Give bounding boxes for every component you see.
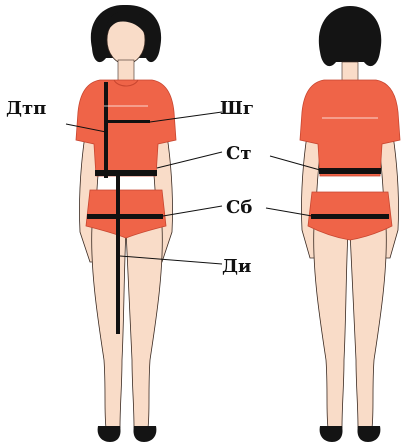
label-di: Ди [222,256,251,277]
back-neck [342,62,358,82]
back-right-leg [350,226,386,428]
back-hip-band [311,214,389,219]
front-right-shoe [133,426,156,442]
label-shg: Шг [220,98,254,119]
front-side-length-line [116,176,120,334]
back-right-shoe [357,426,380,442]
front-hip-band [87,214,163,219]
back-left-shoe [320,426,343,442]
front-chest-line [104,120,150,123]
back-waist-band [319,168,381,174]
front-neck [118,60,134,82]
front-figure [76,5,176,442]
front-right-leg [126,226,162,428]
back-hair [319,6,381,66]
back-left-leg [314,226,348,428]
label-st: Ст [226,143,251,164]
label-sb: Сб [226,197,252,218]
front-front-length-line [104,82,108,178]
label-dtp: Дтп [6,98,46,119]
back-figure [300,6,400,442]
front-left-shoe [98,426,121,442]
